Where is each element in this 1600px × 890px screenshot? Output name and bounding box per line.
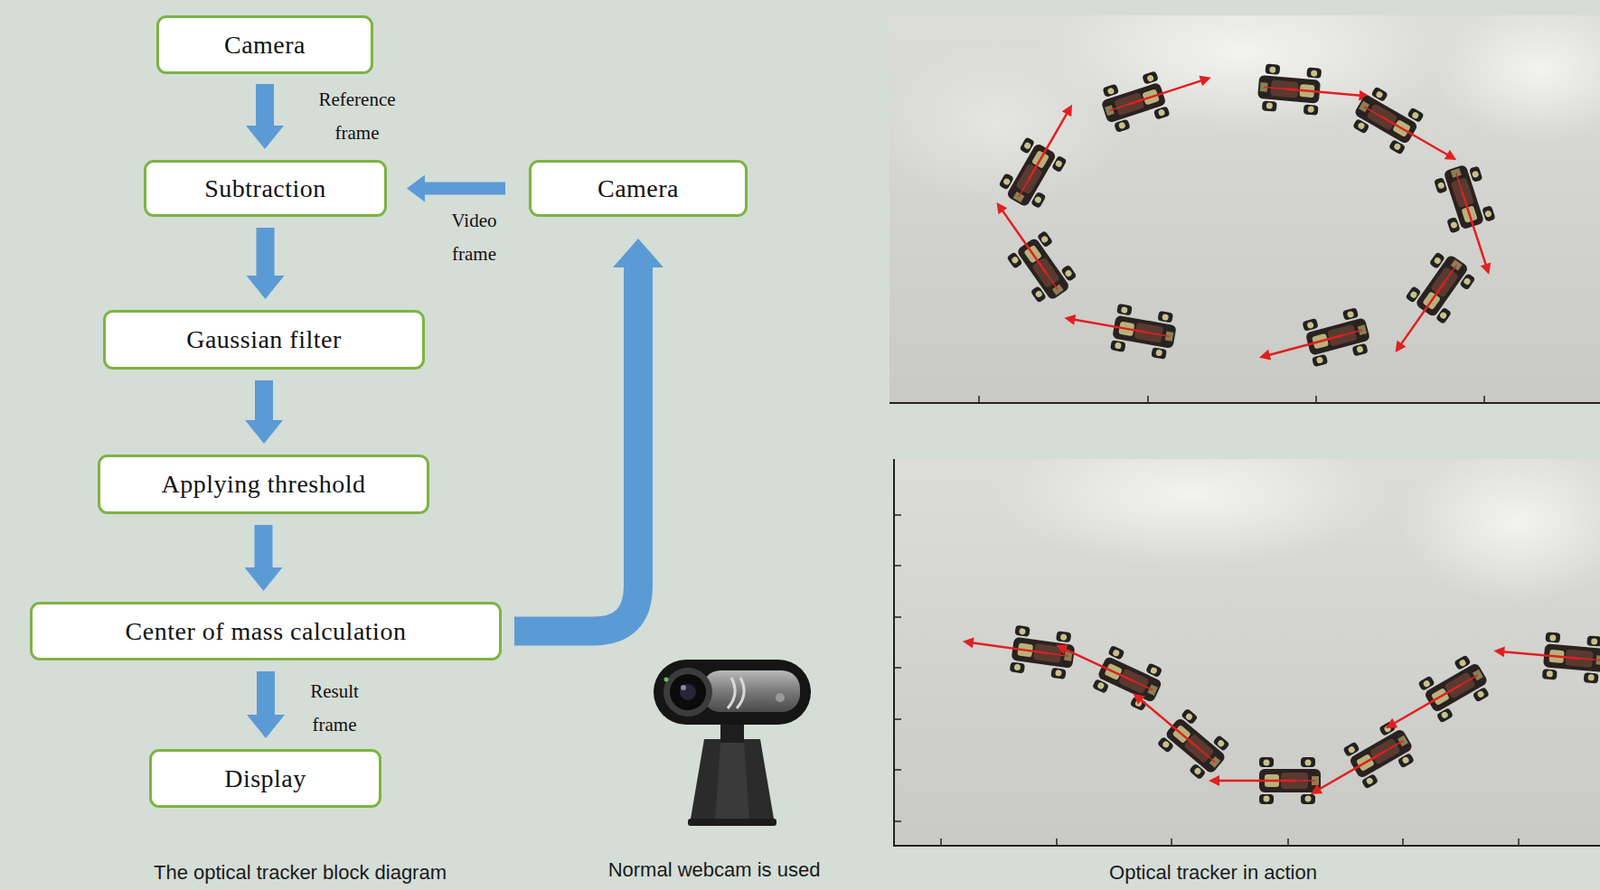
arrow-shaft <box>255 84 274 127</box>
arrow-shaft <box>514 266 639 632</box>
process-box: Display <box>149 749 382 809</box>
block-arrow <box>244 380 283 444</box>
tracker-photo-wave <box>893 459 1600 848</box>
block-arrow <box>514 238 664 632</box>
process-box: Subtraction <box>143 160 387 217</box>
arrow-head <box>406 175 425 203</box>
process-box: Applying threshold <box>97 454 430 515</box>
block-arrow <box>246 671 285 739</box>
arrow-head <box>246 275 285 300</box>
arrow-shaft <box>256 227 275 277</box>
arrow-shaft <box>256 671 275 716</box>
edge-label: Reference frame <box>314 83 401 151</box>
process-box: Center of mass calculation <box>29 602 502 661</box>
box-label: Camera <box>224 30 306 60</box>
webcam-picture <box>648 652 817 832</box>
box-label: Center of mass calculation <box>125 617 407 647</box>
box-label: Display <box>224 764 307 794</box>
process-box: Camera <box>528 160 748 217</box>
caption-text: The optical tracker block diagram <box>153 861 447 885</box>
box-label: Camera <box>597 174 679 204</box>
arrow-shaft <box>423 182 506 196</box>
process-box: Camera <box>156 15 374 75</box>
block-arrow <box>406 175 506 203</box>
arrow-head <box>612 238 664 268</box>
box-label: Applying threshold <box>161 470 367 499</box>
caption-text: Optical tracker in action <box>1109 861 1318 885</box>
arrow-head <box>244 420 283 444</box>
arrow-shaft <box>254 525 273 569</box>
edge-label: Video frame <box>431 204 518 272</box>
arrow-head <box>246 715 285 739</box>
arrow-head <box>244 567 283 592</box>
box-label: Gaussian filter <box>186 325 342 355</box>
caption-text: Normal webcam is used <box>608 858 821 883</box>
arrow-head <box>245 125 284 150</box>
block-arrow <box>244 525 283 592</box>
box-label: Subtraction <box>204 174 327 204</box>
block-arrow <box>245 84 284 150</box>
arrow-shaft <box>254 380 273 422</box>
tracker-photo-circle <box>889 15 1600 405</box>
block-arrow <box>246 227 285 300</box>
edge-label: Result frame <box>291 675 378 743</box>
process-box: Gaussian filter <box>103 310 425 370</box>
